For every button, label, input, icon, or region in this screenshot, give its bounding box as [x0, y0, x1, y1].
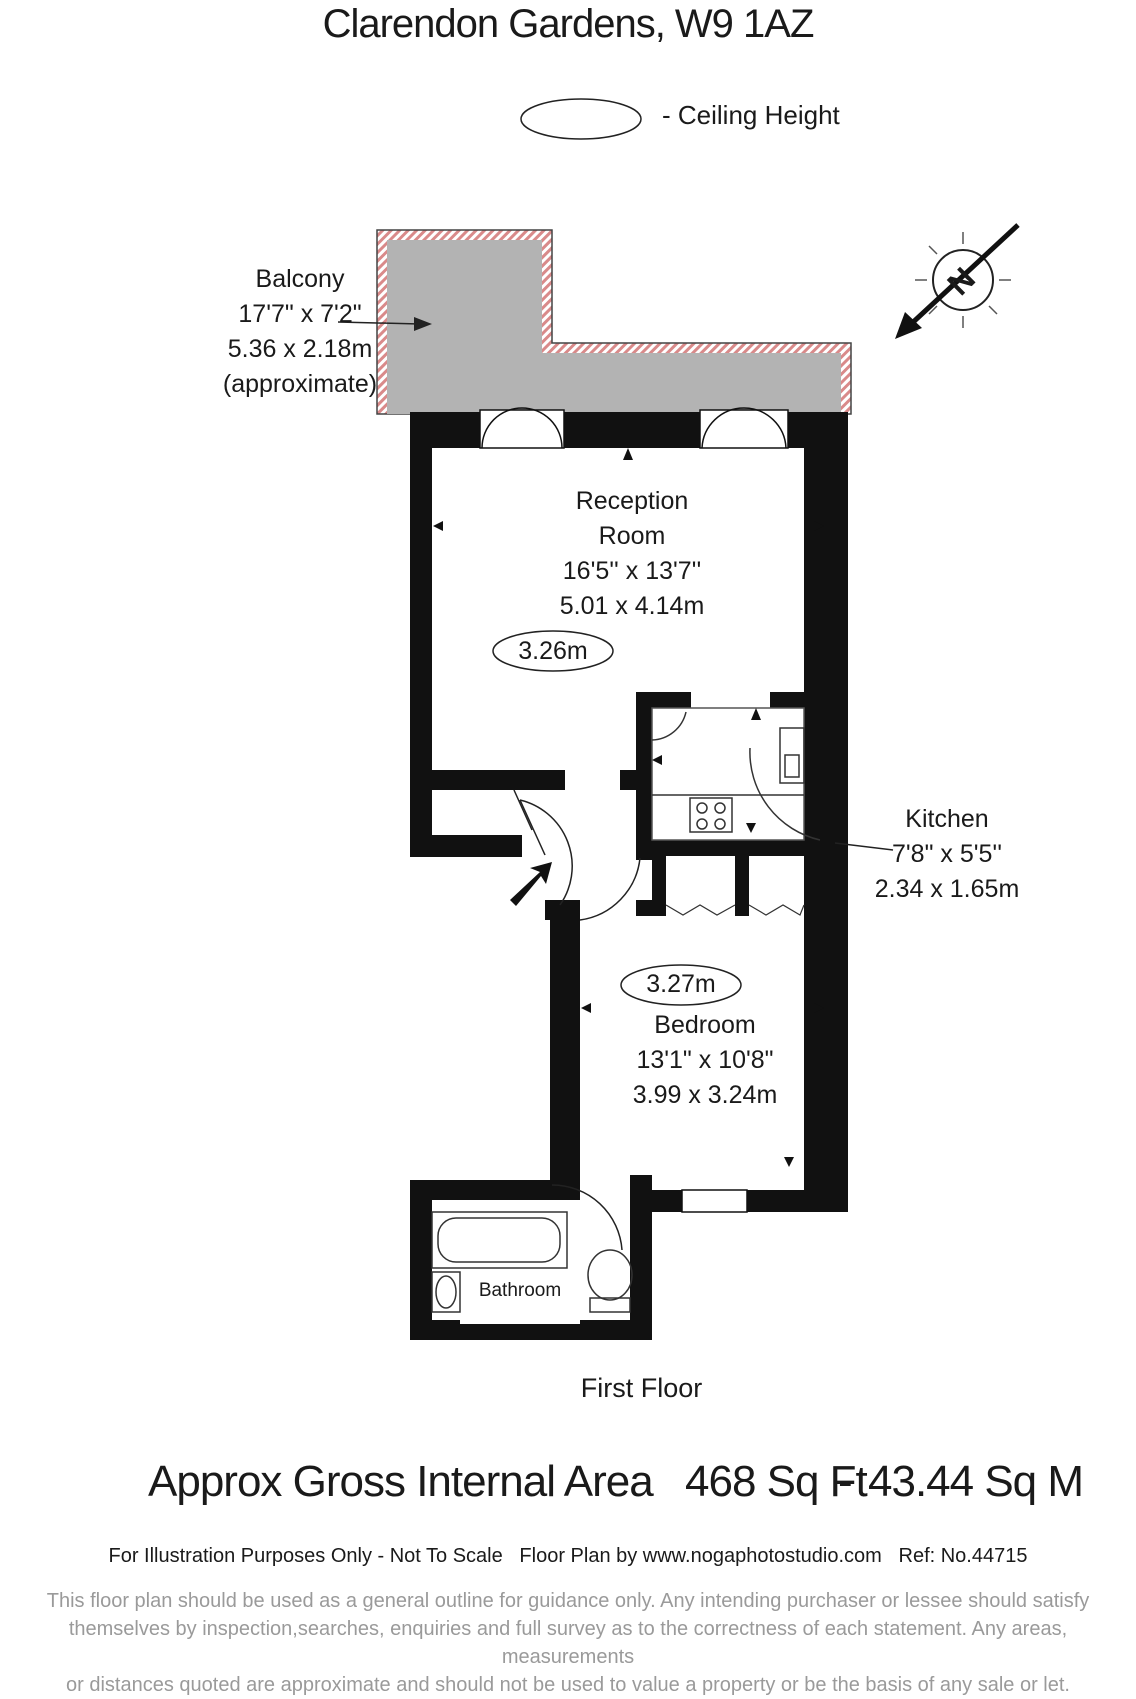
area-sqm: 43.44 Sq M	[868, 1457, 1084, 1506]
balcony-imperial: 17'7" x 7'2"	[238, 300, 362, 328]
bedroom-label: Bedroom 13'1" x 10'8" 3.99 x 3.24m	[580, 1008, 830, 1113]
reception-ceiling-height: 3.26m	[518, 637, 588, 665]
balcony-metric: 5.36 x 2.18m	[227, 335, 373, 363]
disclaimer-line1: This floor plan should be used as a gene…	[46, 1590, 1090, 1612]
compass-icon	[895, 223, 1020, 339]
kitchen-pointer-line	[834, 842, 894, 851]
wardrobe-doors	[665, 904, 805, 916]
balcony-note: (approximate)	[222, 370, 378, 398]
legend-ellipse	[520, 98, 642, 140]
reception-ceiling-ellipse	[492, 630, 614, 672]
bedroom-window	[681, 1189, 748, 1213]
french-doors	[479, 407, 789, 449]
dimension-markers	[433, 448, 824, 1167]
balcony-label: Balcony 17'7" x 7'2" 5.36 x 2.18m (appro…	[150, 262, 450, 402]
entrance-door	[513, 789, 641, 921]
entrance-arrow-icon	[510, 862, 552, 906]
reception-label: Reception Room 16'5'' x 13'7'' 5.01 x 4.…	[482, 484, 782, 624]
bedroom-ceiling-height: 3.27m	[646, 970, 716, 998]
footer-credit: For Illustration Purposes Only - Not To …	[108, 1545, 1028, 1567]
kitchen-fittings	[651, 707, 821, 841]
bathroom-fittings	[431, 1211, 633, 1313]
reception-metric: 5.01 x 4.14m	[559, 592, 705, 620]
balcony-area	[376, 229, 852, 415]
area-sqft: 468 Sq Ft	[685, 1457, 868, 1506]
area-separator: -	[838, 1457, 853, 1506]
reception-name-line2: Room	[598, 522, 666, 550]
area-label: Approx Gross Internal Area	[148, 1457, 654, 1506]
legend-label: - Ceiling Height	[662, 100, 840, 130]
kitchen-label: Kitchen 7'8" x 5'5'' 2.34 x 1.65m	[847, 802, 1047, 907]
disclaimer-line2: themselves by inspection,searches, enqui…	[68, 1618, 1068, 1668]
page-title: Clarendon Gardens, W9 1AZ	[322, 2, 815, 46]
floor-label: First Floor	[580, 1373, 703, 1403]
bathroom-label: Bathroom	[478, 1280, 562, 1301]
bedroom-imperial: 13'1" x 10'8"	[636, 1046, 774, 1074]
disclaimer: This floor plan should be used as a gene…	[0, 1587, 1136, 1699]
bedroom-name: Bedroom	[654, 1011, 756, 1039]
kitchen-metric: 2.34 x 1.65m	[874, 875, 1020, 903]
bedroom-metric: 3.99 x 3.24m	[632, 1081, 778, 1109]
balcony-pointer-arrow	[337, 317, 432, 331]
bedroom-ceiling-ellipse	[620, 964, 742, 1006]
interior-walls	[432, 692, 816, 920]
balcony-name: Balcony	[255, 265, 345, 293]
reception-name-line1: Reception	[575, 487, 689, 515]
kitchen-imperial: 7'8" x 5'5''	[892, 840, 1002, 868]
kitchen-name: Kitchen	[905, 805, 989, 833]
disclaimer-line3: or distances quoted are approximate and …	[66, 1674, 1070, 1696]
reception-imperial: 16'5'' x 13'7''	[562, 557, 702, 585]
